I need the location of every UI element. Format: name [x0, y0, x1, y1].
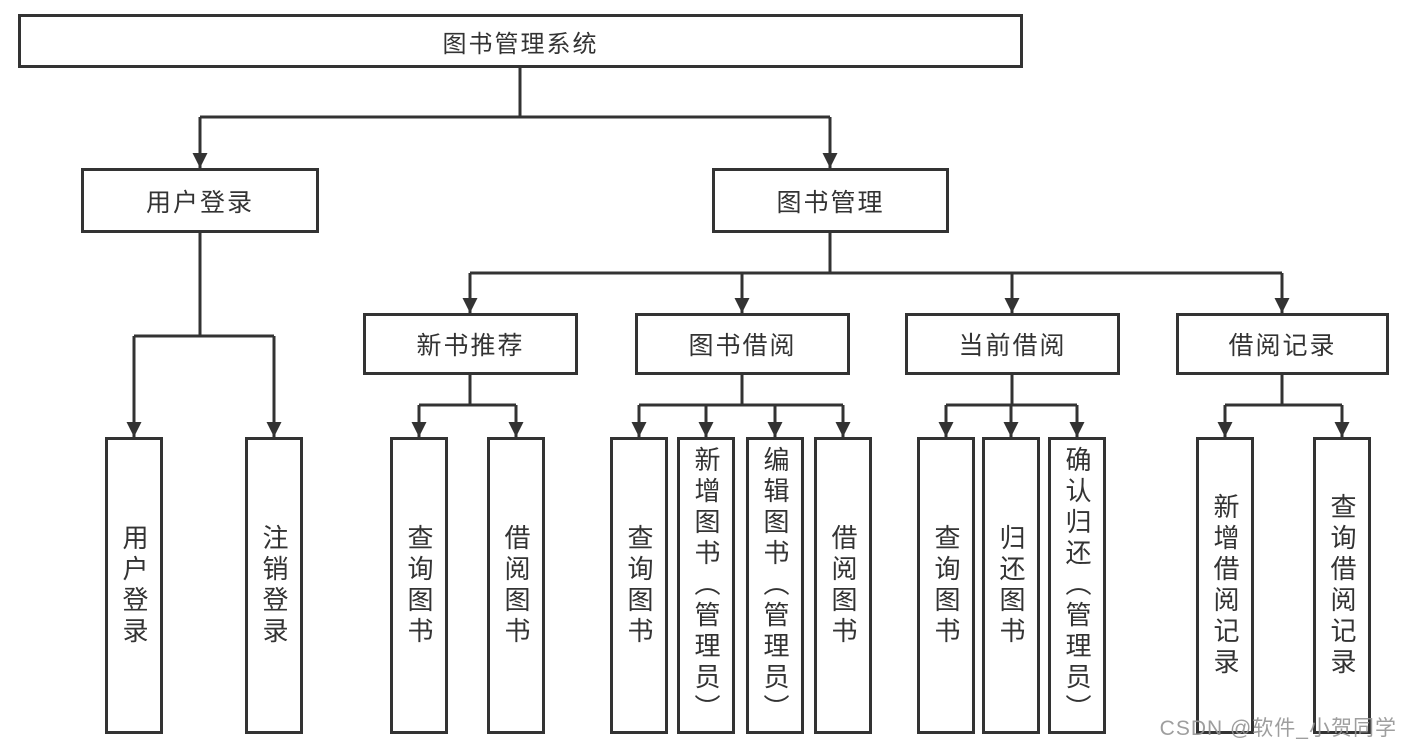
node-book-borrowing: 图书借阅	[635, 313, 850, 375]
connector-borrow-bus	[639, 375, 843, 407]
connector-new-book-bus	[419, 375, 516, 407]
leaf-bb-edit-books-admin: 编辑图书（管理员）	[746, 437, 804, 734]
node-label: 借阅图书	[501, 523, 531, 648]
leaf-cb-query-books: 查询图书	[917, 437, 975, 734]
leaf-bb-borrow-books: 借阅图书	[814, 437, 872, 734]
leaf-cb-return-books: 归还图书	[982, 437, 1040, 734]
node-book-management: 图书管理	[712, 168, 949, 233]
node-label: 当前借阅	[958, 332, 1067, 360]
leaf-logout: 注销登录	[245, 437, 303, 734]
node-borrowing-records: 借阅记录	[1176, 313, 1389, 375]
node-label: 查询图书	[404, 523, 434, 648]
leaf-bb-add-books-admin: 新增图书（管理员）	[677, 437, 735, 734]
leaf-nb-borrow-books: 借阅图书	[487, 437, 545, 734]
node-label: 确认归还（管理员）	[1062, 446, 1092, 725]
connector-records-bus	[1225, 375, 1342, 407]
node-label: 注销登录	[259, 523, 289, 648]
node-label: 新增图书（管理员）	[691, 446, 721, 725]
node-label: 新增借阅记录	[1210, 492, 1240, 679]
node-label: 借阅记录	[1228, 332, 1337, 360]
node-user-login: 用户登录	[81, 168, 319, 233]
leaf-nb-query-books: 查询图书	[390, 437, 448, 734]
node-label: 图书管理系统	[442, 30, 599, 58]
connector-root-bus	[200, 68, 830, 119]
node-label: 图书管理	[776, 188, 885, 217]
connector-book-mgmt-bus	[470, 233, 1282, 275]
node-new-book-recommend: 新书推荐	[363, 313, 578, 375]
connector-current-bus	[946, 375, 1077, 407]
node-label: 编辑图书（管理员）	[760, 446, 790, 725]
node-label: 用户登录	[119, 523, 149, 648]
node-label: 图书借阅	[688, 332, 797, 360]
csdn-watermark: CSDN @软件_小贺同学	[1159, 717, 1397, 740]
node-root-system: 图书管理系统	[18, 14, 1023, 68]
node-label: 用户登录	[145, 188, 254, 217]
leaf-br-query-record: 查询借阅记录	[1313, 437, 1371, 734]
connector-user-login-bus	[134, 233, 274, 338]
node-label: 查询图书	[624, 523, 654, 648]
leaf-user-login: 用户登录	[105, 437, 163, 734]
node-current-borrowing: 当前借阅	[905, 313, 1120, 375]
node-label: 查询借阅记录	[1327, 492, 1357, 679]
leaf-bb-query-books: 查询图书	[610, 437, 668, 734]
node-label: 新书推荐	[416, 332, 525, 360]
node-label: 借阅图书	[828, 523, 858, 648]
leaf-br-add-record: 新增借阅记录	[1196, 437, 1254, 734]
node-label: 查询图书	[931, 523, 961, 648]
leaf-cb-confirm-return-admin: 确认归还（管理员）	[1048, 437, 1106, 734]
node-label: 归还图书	[996, 523, 1026, 648]
